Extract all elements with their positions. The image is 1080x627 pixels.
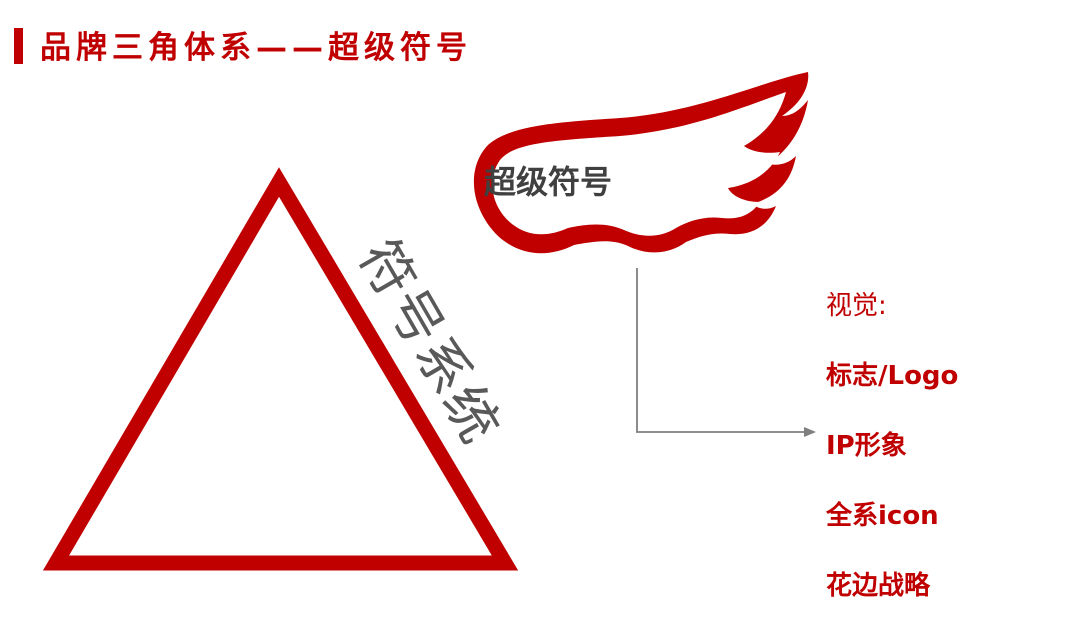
connector-arrow [636,268,816,437]
brand-triangle [42,167,519,571]
list-item-icon: 全系icon [826,501,939,531]
list-item-border: 花边战略 [826,571,931,601]
wing-icon [473,72,809,254]
visual-list: 视觉: 标志/Logo IP形象 全系icon 花边战略 [826,288,958,604]
list-item-ip: IP形象 [826,431,907,461]
title-accent-bar [14,28,23,64]
wing-label: 超级符号 [484,163,613,201]
visual-list-heading: 视觉: [826,291,887,321]
page-title: 品牌三角体系——超级符号 [40,30,472,66]
list-item-logo: 标志/Logo [826,361,959,391]
